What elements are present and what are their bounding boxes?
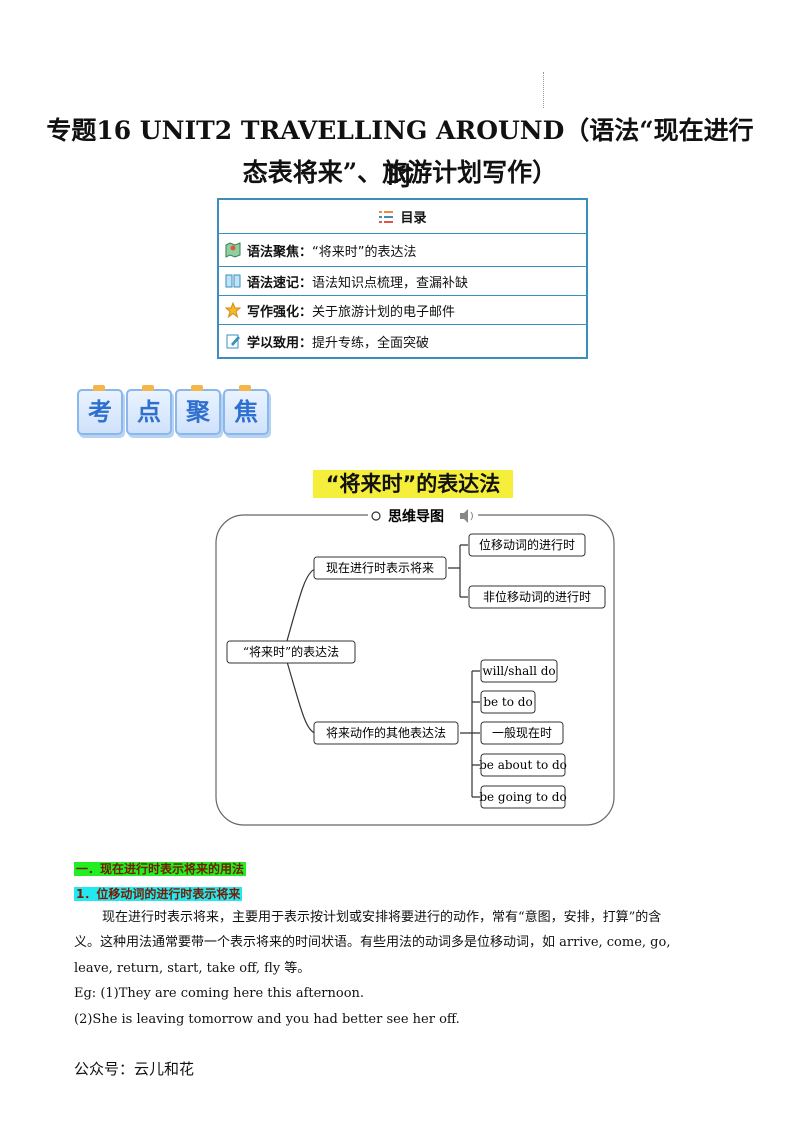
toc-label: 语法聚焦： bbox=[247, 244, 313, 260]
toc-label: 学以致用： bbox=[247, 335, 313, 351]
connector bbox=[284, 654, 316, 734]
example-sentence: (2)She is leaving tomorrow and you had b… bbox=[74, 1012, 460, 1027]
mindmap-node-text: be going to do bbox=[479, 790, 566, 804]
badge-kao: 考 bbox=[77, 385, 123, 435]
toc-label: 写作强化： bbox=[247, 304, 313, 320]
map-icon bbox=[225, 242, 241, 258]
table-of-contents: 目录 语法聚焦： “将来时”的表达法 语法速记： 语法知识点梳理，查漏补缺 写作… bbox=[217, 198, 588, 359]
badge-dian: 点 bbox=[126, 385, 172, 435]
connector bbox=[460, 670, 480, 798]
mindmap-node-text: be about to do bbox=[479, 758, 567, 772]
paragraph-line: 义。这种用法通常要带一个表示将来的时间状语。有些用法的动词多是位移动词，如 ar… bbox=[74, 935, 671, 950]
badge-char: 焦 bbox=[234, 398, 258, 426]
mindmap-node-branch1 bbox=[313, 556, 447, 580]
mindmap-node bbox=[480, 659, 558, 683]
badge-ju: 聚 bbox=[175, 385, 221, 435]
mindmap-node bbox=[480, 753, 566, 777]
badge-char: 聚 bbox=[186, 398, 210, 426]
speaker-icon bbox=[460, 509, 473, 523]
mindmap-node-text: will/shall do bbox=[482, 664, 555, 678]
heading-text: 一．现在进行时表示将来的用法 bbox=[74, 862, 247, 876]
mindmap-node-root bbox=[226, 640, 356, 664]
page-title-line2: 态表将来”、旅游计划写作） bbox=[242, 158, 558, 187]
paragraph-line: 现在进行时表示将来，主要用于表示按计划或安排将要进行的动作，常有“意图，安排，打… bbox=[102, 910, 662, 925]
toc-heading: 目录 bbox=[400, 211, 427, 226]
mindmap-node-branch1-text: 现在进行时表示将来 bbox=[326, 561, 434, 575]
page-title-line1: 专题16 UNIT2 TRAVELLING AROUND（语法“现在进行时 bbox=[46, 116, 754, 191]
circle-icon bbox=[371, 511, 381, 521]
toc-item-grammar-notes[interactable]: 语法速记： 语法知识点梳理，查漏补缺 bbox=[219, 266, 586, 295]
example-sentence: Eg: (1)They are coming here this afterno… bbox=[74, 986, 365, 1001]
toc-item-writing[interactable]: 写作强化： 关于旅游计划的电子邮件 bbox=[219, 295, 586, 324]
toc-text: 提升专练，全面突破 bbox=[312, 335, 430, 351]
mindmap-node-text: 一般现在时 bbox=[492, 725, 552, 740]
mindmap-node-branch2 bbox=[313, 721, 459, 745]
badge-char: 考 bbox=[88, 398, 112, 426]
badge-char: 点 bbox=[137, 398, 161, 426]
mindmap-node bbox=[468, 585, 606, 609]
edit-icon bbox=[225, 333, 241, 349]
mindmap-node bbox=[480, 785, 566, 809]
mindmap-node bbox=[468, 533, 586, 557]
toc-text: “将来时”的表达法 bbox=[312, 244, 417, 260]
mindmap-title: “将来时”的表达法 bbox=[313, 470, 513, 498]
star-icon bbox=[224, 301, 242, 319]
list-icon bbox=[378, 209, 394, 225]
mindmap-header-bg bbox=[368, 506, 478, 526]
mindmap-node bbox=[480, 721, 564, 745]
mindmap-node-text: 位移动词的进行时 bbox=[479, 537, 575, 552]
footer-text: 公众号：云儿和花 bbox=[74, 1060, 195, 1078]
toc-text: 关于旅游计划的电子邮件 bbox=[312, 304, 456, 320]
toc-header: 目录 bbox=[219, 200, 586, 233]
connector bbox=[284, 568, 316, 649]
mindmap-diagram: 思维导图 “将来时”的表达法 现在进行时表示将来 位移动词的进行时 非位移动词的… bbox=[215, 506, 615, 826]
toc-item-practice[interactable]: 学以致用： 提升专练，全面突破 bbox=[219, 324, 586, 357]
margin-dots bbox=[543, 72, 546, 108]
section-heading-1: 一．现在进行时表示将来的用法 bbox=[74, 858, 247, 878]
badge-jiao: 焦 bbox=[223, 385, 269, 435]
mindmap-node-branch2-text: 将来动作的其他表达法 bbox=[326, 725, 446, 740]
mindmap-node bbox=[480, 690, 536, 714]
book-icon bbox=[225, 273, 241, 289]
mindmap-node-root-text: “将来时”的表达法 bbox=[243, 644, 339, 659]
toc-item-grammar-focus[interactable]: 语法聚焦： “将来时”的表达法 bbox=[219, 233, 586, 266]
mindmap-node-text: 非位移动词的进行时 bbox=[483, 589, 591, 604]
mindmap-header: 思维导图 bbox=[388, 508, 444, 525]
section-heading-2: 1．位移动词的进行时表示将来 bbox=[74, 883, 243, 903]
toc-label: 语法速记： bbox=[247, 275, 313, 291]
toc-text: 语法知识点梳理，查漏补缺 bbox=[312, 275, 469, 291]
heading-text: 1．位移动词的进行时表示将来 bbox=[74, 887, 243, 901]
paragraph-line: leave, return, start, take off, fly 等。 bbox=[74, 961, 311, 976]
connector bbox=[448, 544, 468, 598]
mindmap-node-text: be to do bbox=[483, 695, 532, 709]
